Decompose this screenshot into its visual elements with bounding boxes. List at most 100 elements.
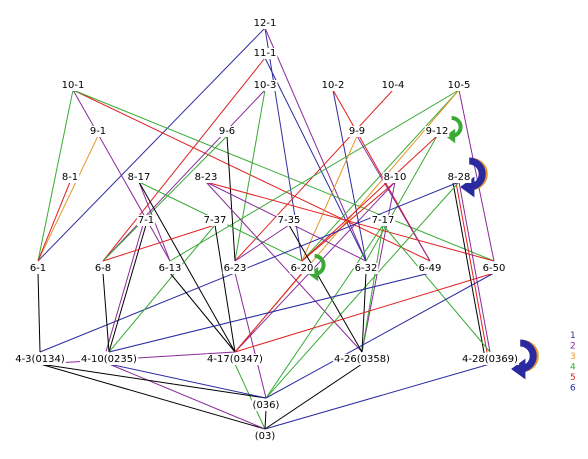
edge-7-35-4-26 [288, 224, 363, 353]
node-label: (03) [255, 431, 276, 442]
node-label: 8-1 [62, 172, 78, 183]
legend-entry-3: 3 [570, 352, 576, 362]
edge-7-17-4-26 [361, 224, 384, 353]
node-12-1: 12-1 [252, 18, 278, 29]
node-label: 6-13 [159, 263, 182, 274]
node-label: 9-1 [90, 126, 106, 137]
edge-7-35-6-23 [234, 224, 290, 262]
node-label: 4-10(0235) [81, 354, 137, 365]
node-03: (03) [253, 431, 277, 442]
edge-7-37-4-17 [214, 224, 236, 353]
node-label: 8-28 [448, 172, 471, 183]
edge-8-10-4-17 [234, 181, 396, 353]
node-label: 10-3 [254, 80, 277, 91]
edge-9-6-6-8 [102, 135, 228, 262]
node-label: 4-17(0347) [207, 354, 263, 365]
legend-entry-4: 4 [570, 363, 576, 373]
node-label: 9-9 [349, 126, 365, 137]
edge-7-1-4-10 [108, 224, 147, 353]
node-8-28: 8-28 [446, 172, 472, 183]
edge-6-8-4-10 [102, 272, 110, 353]
node-label: (036) [253, 400, 280, 411]
node-4-28: 4-28(0369) [461, 354, 520, 365]
node-6-20: 6-20 [289, 263, 315, 274]
edge-9-12-6-32 [365, 135, 438, 262]
edge-4-28-03 [264, 363, 491, 430]
edge-12-1-6-20 [264, 27, 303, 262]
edge-10-5-6-13 [169, 89, 460, 262]
node-9-12: 9-12 [424, 126, 450, 137]
edge-036-03 [264, 409, 267, 430]
edge-4-3-03 [39, 363, 266, 430]
node-10-3: 10-3 [252, 80, 278, 91]
edge-8-1-6-1 [37, 181, 71, 262]
node-label: 10-2 [322, 80, 345, 91]
node-6-8: 6-8 [93, 263, 113, 274]
edge-7-37-4-10 [108, 224, 216, 353]
node-6-50: 6-50 [481, 263, 507, 274]
edge-10-3-6-23 [234, 89, 266, 262]
node-8-1: 8-1 [60, 172, 80, 183]
node-label: 9-12 [426, 126, 449, 137]
legend-entry-2: 2 [570, 342, 576, 352]
edge-8-28-4-3 [39, 181, 460, 353]
node-label: 7-1 [138, 215, 154, 226]
edge-10-1-6-13 [72, 89, 171, 262]
node-7-17: 7-17 [370, 215, 396, 226]
edge-12-1-6-1 [37, 27, 266, 262]
node-label: 6-32 [355, 263, 378, 274]
edge-6-23-036 [234, 272, 267, 399]
edge-4-26-03 [264, 363, 363, 430]
node-label: 4-28(0369) [462, 354, 518, 365]
node-4-3: 4-3(0134) [14, 354, 66, 365]
node-label: 6-8 [95, 263, 111, 274]
node-7-35: 7-35 [276, 215, 302, 226]
edge-9-9-6-20 [301, 135, 358, 262]
edge-6-13-4-17 [169, 272, 236, 353]
node-label: 6-50 [483, 263, 506, 274]
edge-8-23-6-50 [205, 181, 495, 262]
node-label: 4-3(0134) [15, 354, 65, 365]
node-6-23: 6-23 [222, 263, 248, 274]
node-label: 6-23 [224, 263, 247, 274]
node-10-1: 10-1 [60, 80, 86, 91]
node-9-9: 9-9 [347, 126, 367, 137]
edge-10-5-6-50 [458, 89, 495, 262]
node-7-1: 7-1 [136, 215, 156, 226]
edge-8-10-6-20 [301, 181, 396, 262]
node-8-10: 8-10 [382, 172, 408, 183]
edge-10-1-6-1 [37, 89, 74, 262]
arrow-layer [308, 116, 539, 380]
edge-7-17-036 [265, 224, 384, 399]
node-6-1: 6-1 [28, 263, 48, 274]
rotation-arrow-icon [511, 339, 539, 380]
edge-7-37-6-8 [102, 224, 216, 262]
edge-8-28-4-28 [452, 182, 485, 354]
edge-6-49-4-10 [108, 272, 431, 353]
edge-4-17-03 [234, 363, 266, 430]
node-8-23: 8-23 [193, 172, 219, 183]
node-label: 8-17 [128, 172, 151, 183]
node-10-2: 10-2 [320, 80, 346, 91]
node-label: 7-35 [278, 215, 301, 226]
node-label: 12-1 [254, 18, 277, 29]
node-6-49: 6-49 [417, 263, 443, 274]
node-4-26: 4-26(0358) [333, 354, 392, 365]
node-036: (036) [251, 400, 281, 411]
edge-10-1-6-49 [72, 89, 431, 262]
edge-4-10-03 [108, 363, 266, 430]
edge-6-50-036 [265, 272, 495, 399]
node-10-4: 10-4 [380, 80, 406, 91]
edge-8-28-4-28 [455, 182, 488, 353]
node-10-5: 10-5 [446, 80, 472, 91]
node-label: 10-5 [448, 80, 471, 91]
edge-4-3-036 [39, 363, 267, 399]
node-label: 7-17 [372, 215, 395, 226]
node-6-32: 6-32 [353, 263, 379, 274]
node-label: 4-26(0358) [334, 354, 390, 365]
edge-7-17-4-28 [382, 224, 491, 353]
edge-10-2-6-32 [332, 89, 367, 262]
legend-entry-1: 1 [570, 331, 576, 341]
